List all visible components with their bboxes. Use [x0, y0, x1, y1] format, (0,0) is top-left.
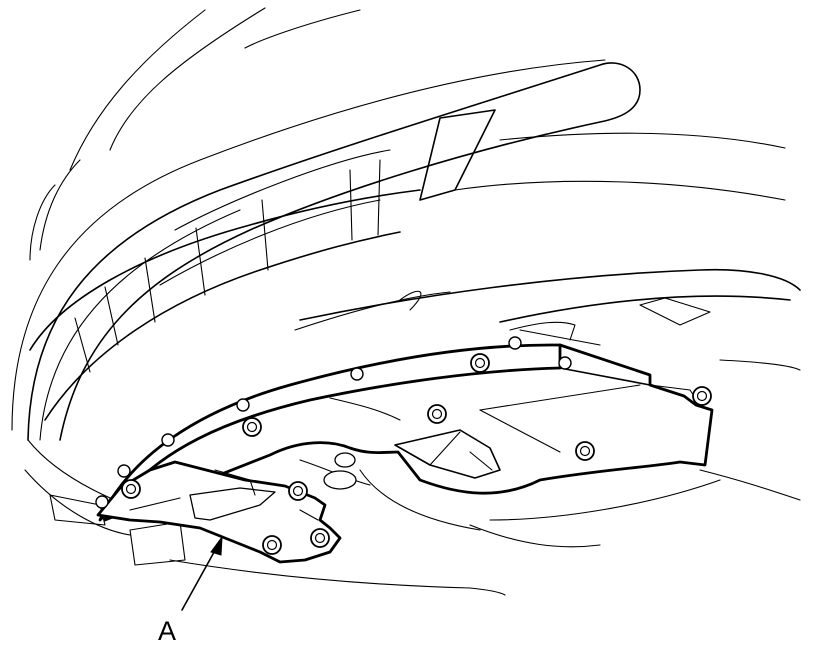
bolt — [121, 479, 141, 499]
car-body-lines — [11, 7, 801, 596]
clip — [350, 367, 364, 381]
callout-label-a: A — [158, 616, 176, 646]
clip — [95, 495, 109, 509]
clip — [508, 336, 522, 350]
fastener-bolts — [121, 353, 712, 555]
clip — [558, 356, 572, 370]
bolt — [310, 528, 330, 548]
bolt — [427, 404, 447, 424]
bracket-part-a — [96, 460, 342, 564]
bolt — [288, 481, 308, 501]
clip — [161, 433, 175, 447]
clip — [236, 398, 250, 412]
bolt — [692, 386, 712, 406]
arrow-head-icon — [210, 535, 223, 556]
callout-a: A — [158, 535, 223, 646]
fastener-clips — [95, 336, 572, 509]
bolt — [242, 417, 262, 437]
bolt — [470, 353, 490, 373]
under-cover-panel — [98, 329, 714, 522]
clip — [117, 464, 131, 478]
bolt — [575, 441, 595, 461]
leader-line — [181, 544, 219, 611]
bolt — [262, 535, 282, 555]
